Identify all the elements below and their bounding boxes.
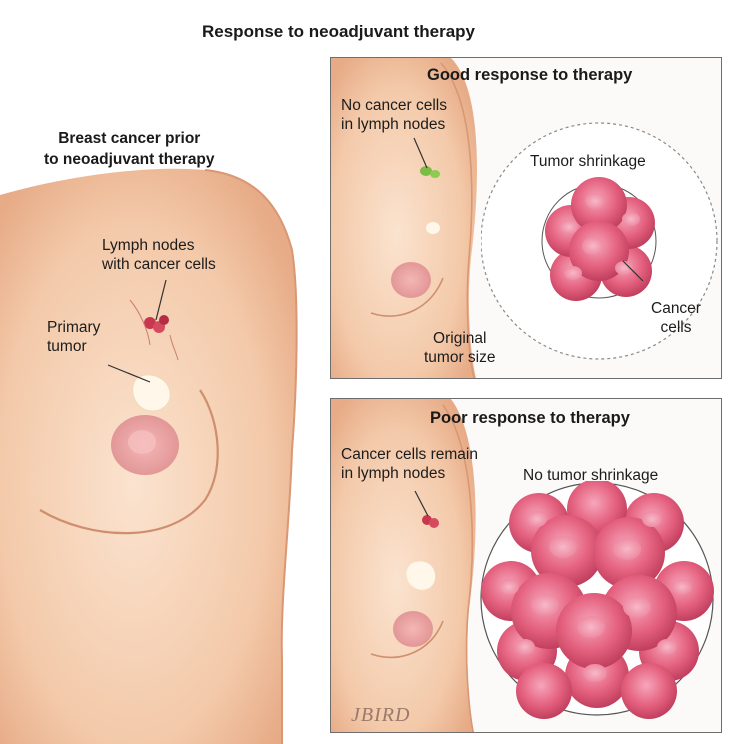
- original-tumor-size-label: Original tumor size: [424, 329, 496, 367]
- left-heading: Breast cancer prior to neoadjuvant thera…: [44, 128, 215, 170]
- no-shrinkage-diagram: [479, 481, 721, 732]
- poor-lymph-label: Cancer cells remain in lymph nodes: [341, 445, 478, 483]
- good-response-heading: Good response to therapy: [427, 66, 632, 85]
- no-shrinkage-label: No tumor shrinkage: [523, 466, 658, 485]
- tumor-shrinkage-label: Tumor shrinkage: [530, 152, 646, 171]
- artist-signature: JBIRD: [351, 699, 471, 729]
- left-lymph-label: Lymph nodes with cancer cells: [102, 236, 216, 274]
- svg-text:JBIRD: JBIRD: [351, 704, 410, 726]
- cancer-cells-large: [481, 481, 714, 719]
- good-lymph-label: No cancer cells in lymph nodes: [341, 96, 447, 134]
- poor-response-heading: Poor response to therapy: [430, 409, 630, 428]
- primary-tumor-label: Primary tumor: [47, 318, 100, 356]
- cancer-cells-label: Cancer cells: [651, 299, 701, 337]
- figure-title: Response to neoadjuvant therapy: [202, 22, 475, 42]
